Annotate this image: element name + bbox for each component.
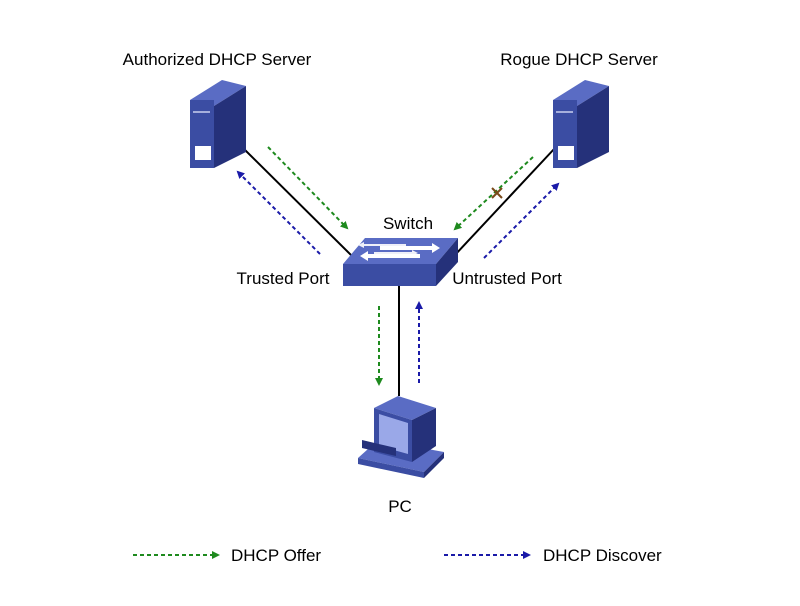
legend-discover-label: DHCP Discover — [543, 546, 662, 565]
rogue-server-icon — [553, 80, 609, 168]
trusted-port-label: Trusted Port — [237, 269, 330, 288]
cable-authorized-to-switch — [242, 147, 353, 257]
authorized-server-label: Authorized DHCP Server — [123, 50, 312, 69]
legend-offer-label: DHCP Offer — [231, 546, 321, 565]
cable-rogue-to-switch — [453, 147, 556, 257]
pc-icon — [358, 396, 444, 478]
blocked-mark-icon — [491, 187, 503, 199]
authorized-server-icon — [190, 80, 246, 168]
rogue-server-label: Rogue DHCP Server — [500, 50, 658, 69]
switch-icon — [343, 238, 458, 286]
offer-arrow-authorized-to-switch — [267, 146, 349, 230]
legend: DHCP Offer DHCP Discover — [133, 546, 662, 565]
discover-arrow-switch-to-rogue — [483, 182, 560, 259]
offer-arrow-rogue-to-switch — [453, 156, 534, 231]
switch-label: Switch — [383, 214, 433, 233]
pc-label: PC — [388, 497, 412, 516]
discover-arrow-switch-to-authorized — [236, 170, 321, 255]
untrusted-port-label: Untrusted Port — [452, 269, 562, 288]
